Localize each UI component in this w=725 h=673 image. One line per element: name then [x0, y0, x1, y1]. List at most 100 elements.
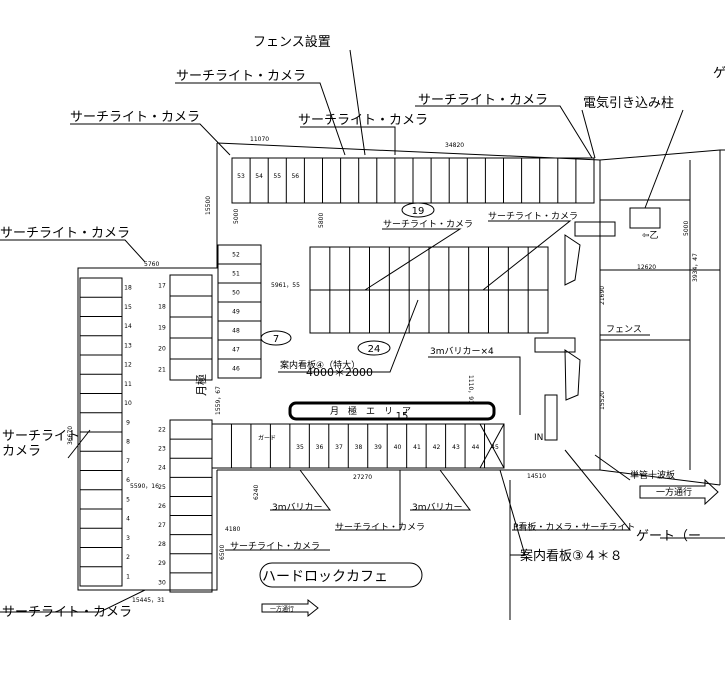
dim-4180: 4180 [225, 526, 240, 533]
leader-sign-3 [499, 469, 526, 556]
stall-number: 7 [126, 458, 130, 465]
dim-15520: 15520 [599, 391, 606, 410]
zone-24: 24 [368, 344, 381, 355]
label-searchlight-6b: カメラ [2, 444, 41, 459]
stall-number: 22 [158, 426, 166, 433]
north-boundary [216, 142, 725, 161]
leader-light-4 [415, 105, 593, 159]
stall-number: 17 [158, 283, 166, 290]
zone-7-outline [260, 330, 292, 346]
stall-number: 14 [124, 323, 132, 330]
stall-number: 47 [232, 346, 240, 353]
label-guide-sign-3: 案内看板③４＊８ [520, 548, 623, 564]
zone-19: 19 [412, 206, 425, 217]
stall-number: 28 [158, 541, 166, 548]
dim-12620: 12620 [637, 264, 656, 271]
stall-number: 21 [158, 367, 166, 374]
leader-p-sign [512, 449, 632, 531]
monthly-area-bar [288, 401, 496, 421]
zone-24-outline [357, 340, 391, 356]
x-mark-b [479, 423, 505, 469]
stall-number: 15 [124, 304, 132, 311]
dim-27270: 27270 [353, 474, 372, 481]
dim-5800: 5800 [318, 213, 325, 228]
stall-number: 45 [491, 444, 499, 451]
dim-1559: 1559，67 [215, 386, 222, 415]
stall-number: 10 [124, 400, 132, 407]
stall-number: 41 [413, 444, 421, 451]
stall-number: 5 [126, 496, 130, 503]
dim-3934: 3934，47 [692, 253, 699, 282]
booth-top [629, 207, 661, 229]
stall-number: 19 [158, 325, 166, 332]
stall-number: 51 [232, 270, 240, 277]
dim-11106: 1110，91 [467, 375, 474, 404]
gate-box [544, 394, 558, 441]
leader-barricade-2 [410, 469, 471, 511]
stall-number: 49 [232, 308, 240, 315]
stall-number: 13 [124, 342, 132, 349]
label-gate: ゲート（ー [636, 529, 701, 544]
label-searchlight-4: サーチライト・カメラ [418, 93, 548, 108]
stall-number: 46 [232, 365, 240, 372]
stall-number: 40 [394, 444, 402, 451]
stall-number: 20 [158, 346, 166, 353]
stall-number: 27 [158, 522, 166, 529]
dim-36670: 36670 [67, 426, 74, 445]
label-searchlight-2: サーチライト・カメラ [298, 113, 428, 128]
dim-5000b: 5000 [683, 221, 690, 236]
barricade-top [574, 221, 616, 237]
label-ko: ⇦乙 [642, 230, 659, 241]
label-fence-install: フェンス設置 [253, 34, 331, 50]
barricade-curve-mid [564, 349, 581, 401]
center-column-dividers [218, 263, 261, 360]
label-electric-pole: 電気引き込み柱 [583, 95, 674, 111]
stall-number: 29 [158, 560, 166, 567]
label-searchlight-7: サーチライト・カメラ [2, 605, 132, 620]
stall-number: 6 [126, 477, 130, 484]
leader-single-pole [594, 454, 631, 481]
label-one-way: 一方通行 [656, 486, 692, 498]
stall-number: 53 [237, 173, 245, 180]
stall-number: 30 [158, 579, 166, 586]
zone-15: 15 [396, 411, 409, 422]
leader-light-8 [364, 228, 462, 291]
stall-number: 9 [126, 419, 130, 426]
label-searchlight-8: サーチライト・カメラ [383, 219, 473, 230]
label-monthly-vertical: 月極 [194, 374, 208, 396]
leader-light-3 [70, 123, 231, 156]
label-barricade-1: 3mバリカー [272, 502, 323, 513]
leader-light-7 [0, 589, 146, 613]
leader-light-10 [335, 470, 401, 531]
dim-14510: 14510 [527, 473, 546, 480]
stall-number: 54 [255, 173, 263, 180]
stall-number: 38 [355, 444, 363, 451]
leader-light-5 [0, 239, 146, 263]
stall-number: 24 [158, 465, 166, 472]
barricade-mid [534, 337, 576, 353]
stall-number: 48 [232, 327, 240, 334]
dim-5590: 5590，16 [130, 483, 159, 490]
label-guide-sign-4: 案内看板④（特大） [280, 359, 360, 371]
label-one-way-small: 一方通行 [270, 605, 294, 613]
dim-6500: 6500 [219, 545, 226, 560]
leader-barricade-1 [270, 469, 331, 511]
label-searchlight-6a: サーチライト [2, 429, 80, 444]
barricade-curve-top [564, 234, 581, 286]
stall-number: 56 [291, 173, 299, 180]
stall-number: 50 [232, 289, 240, 296]
label-gate-top: ゲ [713, 66, 725, 81]
dim-6240: 6240 [253, 485, 260, 500]
stall-number: 39 [374, 444, 382, 451]
stall-number: 23 [158, 446, 166, 453]
zone-19-outline [401, 202, 435, 218]
stall-number: 8 [126, 439, 130, 446]
stall-number: 4 [126, 516, 130, 523]
label-mark: ガード [258, 434, 276, 442]
mid-column-dividers [170, 438, 212, 574]
one-way-arrow-bottom [261, 598, 319, 618]
left-column-b-dividers [170, 295, 212, 360]
stall-number: 37 [335, 444, 343, 451]
